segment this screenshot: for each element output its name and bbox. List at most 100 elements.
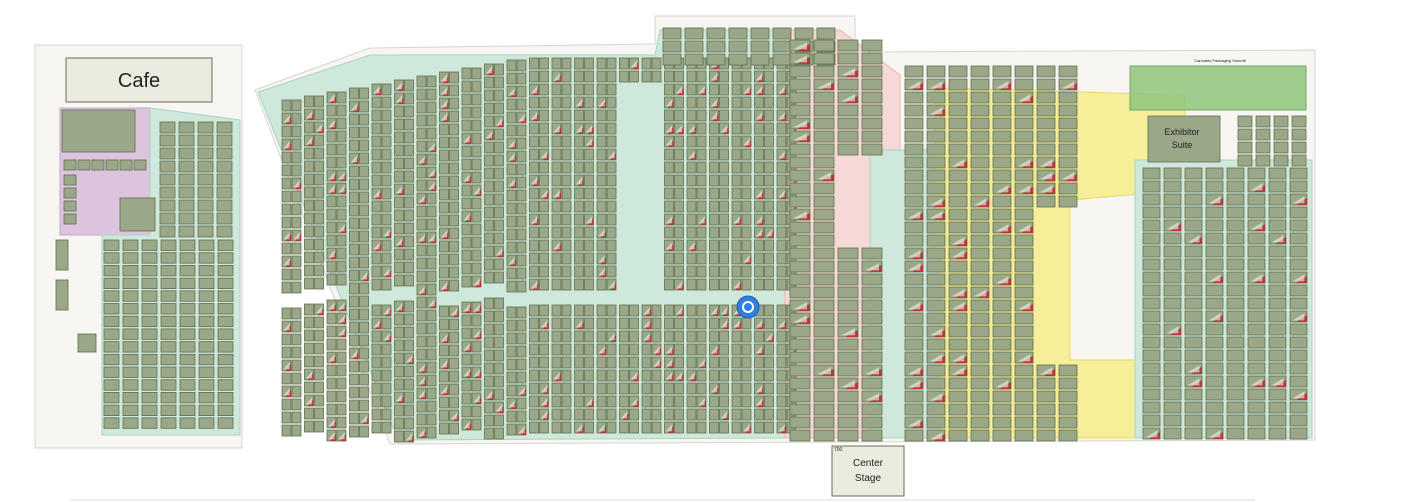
booth[interactable]: [359, 152, 369, 165]
booth[interactable]: [122, 252, 139, 264]
booth[interactable]: [449, 344, 459, 357]
booth[interactable]: [551, 343, 562, 356]
booth[interactable]: [861, 299, 883, 312]
booth[interactable]: [103, 404, 120, 417]
booth[interactable]: [926, 143, 946, 156]
booth[interactable]: [641, 408, 652, 421]
booth[interactable]: [1184, 297, 1203, 310]
booth[interactable]: [837, 104, 859, 117]
booth[interactable]: [686, 265, 697, 278]
booth[interactable]: [731, 187, 742, 200]
booth[interactable]: [1184, 336, 1203, 349]
booth[interactable]: [529, 252, 539, 265]
booth[interactable]: [606, 382, 617, 395]
booth[interactable]: [336, 377, 347, 390]
booth[interactable]: [561, 70, 572, 83]
booth[interactable]: [837, 364, 859, 377]
booth[interactable]: [141, 303, 158, 315]
booth[interactable]: [371, 109, 382, 122]
booth[interactable]: [970, 65, 990, 78]
booth[interactable]: [539, 278, 549, 291]
booth[interactable]: [606, 304, 617, 317]
booth[interactable]: [471, 145, 482, 158]
booth[interactable]: [861, 416, 883, 429]
booth[interactable]: [970, 390, 990, 403]
booth[interactable]: [776, 369, 787, 382]
booth[interactable]: [1289, 180, 1308, 193]
booth[interactable]: [719, 356, 729, 369]
booth[interactable]: [837, 286, 859, 299]
booth[interactable]: [837, 299, 859, 312]
booth[interactable]: [629, 408, 639, 421]
booth[interactable]: [754, 148, 764, 161]
booth[interactable]: [584, 421, 594, 434]
booth[interactable]: [741, 200, 752, 213]
booth[interactable]: [1289, 362, 1308, 375]
booth[interactable]: [741, 122, 752, 135]
booth[interactable]: [584, 369, 594, 382]
booth[interactable]: [314, 186, 324, 199]
booth[interactable]: [359, 243, 369, 256]
booth[interactable]: [764, 213, 774, 226]
booth[interactable]: [1226, 167, 1245, 180]
booth[interactable]: [394, 209, 404, 222]
booth[interactable]: [651, 395, 662, 408]
booth[interactable]: [1268, 219, 1287, 232]
booth[interactable]: [970, 130, 990, 143]
booth[interactable]: [494, 336, 504, 349]
booth[interactable]: [506, 59, 517, 72]
booth[interactable]: [281, 268, 292, 281]
booth[interactable]: [992, 260, 1012, 273]
booth[interactable]: [217, 341, 234, 353]
booth[interactable]: [55, 279, 69, 311]
booth[interactable]: [992, 117, 1012, 130]
booth[interactable]: [217, 252, 234, 264]
booth[interactable]: [728, 40, 748, 53]
booth[interactable]: [494, 206, 504, 219]
booth[interactable]: [948, 169, 968, 182]
booth[interactable]: [764, 317, 774, 330]
booth[interactable]: [776, 135, 787, 148]
booth[interactable]: [539, 252, 549, 265]
booth[interactable]: [529, 265, 539, 278]
booth[interactable]: [371, 200, 382, 213]
booth[interactable]: [813, 104, 835, 117]
booth[interactable]: [216, 160, 233, 173]
booth[interactable]: [394, 248, 404, 261]
booth[interactable]: [281, 164, 292, 177]
booth[interactable]: [904, 130, 924, 143]
booth[interactable]: [696, 109, 707, 122]
booth[interactable]: [1014, 338, 1034, 351]
booth[interactable]: [381, 369, 392, 382]
booth[interactable]: [381, 200, 392, 213]
booth[interactable]: [160, 328, 177, 340]
booth[interactable]: [359, 282, 369, 295]
booth[interactable]: [1058, 390, 1078, 403]
booth[interactable]: [281, 177, 292, 190]
booth[interactable]: [1205, 362, 1224, 375]
booth[interactable]: [584, 96, 594, 109]
booth[interactable]: [764, 304, 774, 317]
booth[interactable]: [291, 424, 302, 437]
booth[interactable]: [336, 364, 347, 377]
booth[interactable]: [651, 57, 662, 70]
booth[interactable]: [992, 91, 1012, 104]
booth[interactable]: [381, 421, 392, 434]
booth[interactable]: [404, 144, 414, 157]
booth[interactable]: [1014, 325, 1034, 338]
booth[interactable]: [404, 235, 414, 248]
booth[interactable]: [439, 305, 449, 318]
booth[interactable]: [160, 239, 177, 251]
booth[interactable]: [539, 96, 549, 109]
booth[interactable]: [529, 369, 539, 382]
booth[interactable]: [764, 83, 774, 96]
booth[interactable]: [416, 88, 427, 101]
booth[interactable]: [216, 199, 233, 212]
booth[interactable]: [1036, 429, 1056, 442]
booth[interactable]: [179, 353, 196, 366]
booth[interactable]: [837, 338, 859, 351]
booth[interactable]: [664, 395, 674, 408]
booth[interactable]: [664, 161, 674, 174]
booth[interactable]: [789, 195, 811, 208]
booth[interactable]: [494, 232, 504, 245]
